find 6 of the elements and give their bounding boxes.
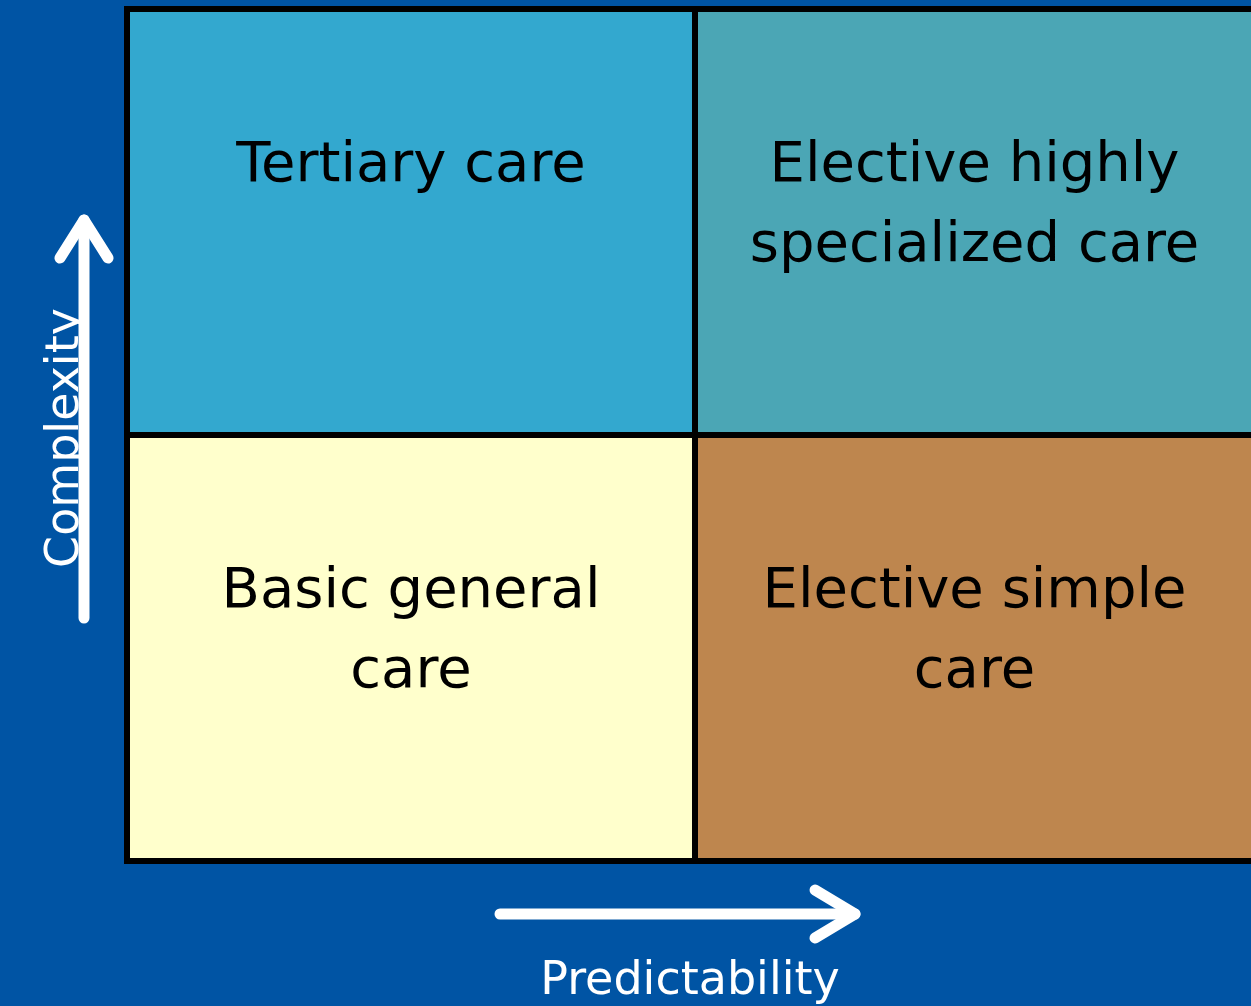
- quadrant-label: Basic general care: [220, 554, 602, 702]
- quadrant-label: Tertiary care: [236, 128, 586, 196]
- quadrant-label: Elective highly specialized care: [748, 128, 1201, 276]
- quadrant-label: Elective simple care: [761, 554, 1188, 702]
- axis-label: Predictability: [540, 951, 840, 1005]
- axis-label: Complexity: [35, 308, 89, 568]
